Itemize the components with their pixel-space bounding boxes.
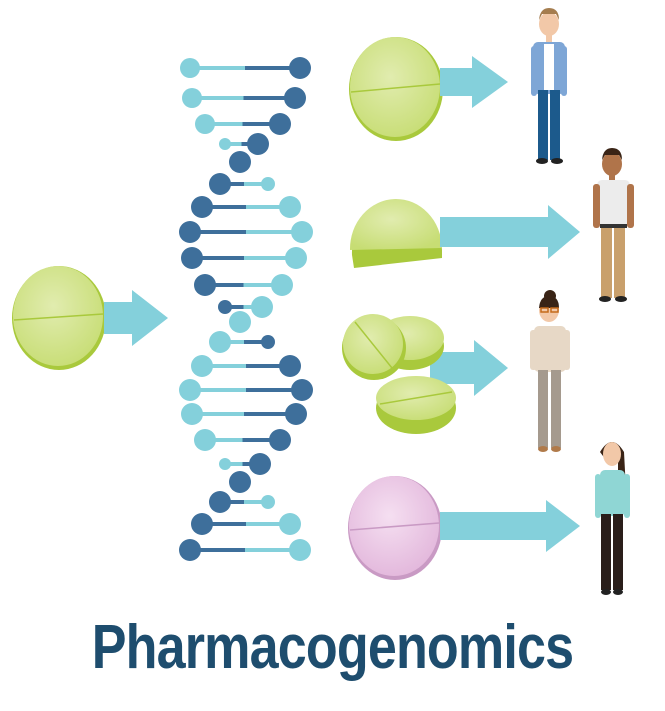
input-pill-icon	[12, 266, 106, 370]
dna-base	[251, 296, 273, 318]
dna-base	[195, 114, 215, 134]
dna-base	[191, 196, 213, 218]
dna-base	[284, 87, 306, 109]
whole-pill-icon	[349, 37, 443, 141]
arrow-icon	[440, 500, 580, 552]
dna-base	[285, 247, 307, 269]
dna-base	[279, 196, 301, 218]
dna-base	[209, 491, 231, 513]
page-title: Pharmacogenomics	[91, 613, 574, 682]
arrow-icon	[440, 56, 508, 108]
multiple-pills-icon	[342, 314, 456, 434]
dna-helix-icon	[179, 57, 313, 561]
half-pill-icon	[349, 198, 442, 268]
dna-base	[179, 539, 201, 561]
dna-base	[191, 355, 213, 377]
dna-base	[279, 513, 301, 535]
dna-base	[271, 274, 293, 296]
dna-base	[194, 274, 216, 296]
dna-base	[191, 513, 213, 535]
dna-base	[219, 138, 231, 150]
dna-base	[179, 379, 201, 401]
dna-base	[249, 453, 271, 475]
dna-base	[229, 311, 251, 333]
person-woman-glasses-icon	[530, 290, 570, 452]
dna-base	[289, 539, 311, 561]
dna-base	[194, 429, 216, 451]
dna-base	[229, 471, 251, 493]
dna-base	[261, 495, 275, 509]
dna-base	[285, 403, 307, 425]
dna-base	[289, 57, 311, 79]
dna-base	[181, 403, 203, 425]
dna-base	[261, 177, 275, 191]
pink-pill-icon	[348, 476, 442, 580]
dna-base	[229, 151, 251, 173]
dna-base	[209, 173, 231, 195]
dna-base	[291, 221, 313, 243]
dna-base	[269, 429, 291, 451]
dna-base	[279, 355, 301, 377]
dna-base	[209, 331, 231, 353]
dna-base	[179, 221, 201, 243]
dna-base	[269, 113, 291, 135]
arrow-icon	[440, 205, 580, 259]
dna-base	[261, 335, 275, 349]
dna-base	[180, 58, 200, 78]
person-man-white-shirt-icon	[593, 148, 634, 302]
dna-base	[181, 247, 203, 269]
dna-base	[218, 300, 232, 314]
dna-base	[219, 458, 231, 470]
dna-base	[247, 133, 269, 155]
dna-base	[182, 88, 202, 108]
arrow-icon	[430, 340, 508, 396]
dna-base	[291, 379, 313, 401]
person-man-blue-jacket-icon	[531, 8, 567, 164]
person-woman-teal-top-icon	[595, 442, 630, 595]
input-arrow-icon	[104, 290, 168, 346]
